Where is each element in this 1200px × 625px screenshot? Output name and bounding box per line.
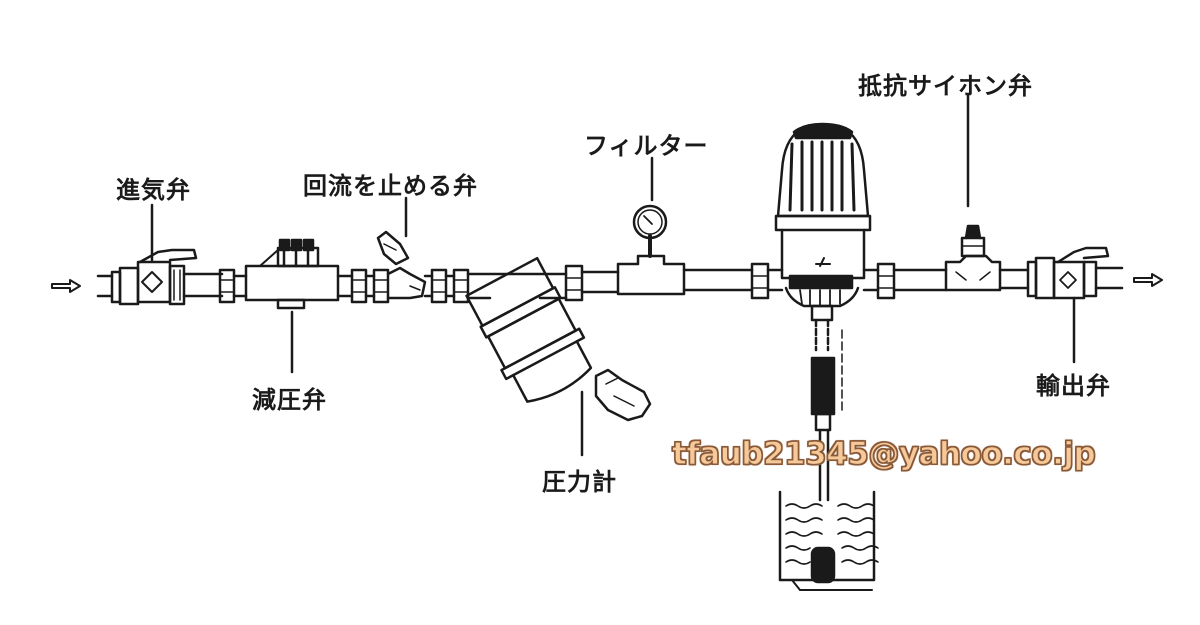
union-nuts-2 [350, 268, 390, 304]
y-strainer [465, 256, 652, 422]
watermark-email: tfaub21345@yahoo.co.jp [671, 435, 1096, 472]
union-nut-4 [564, 264, 620, 302]
label-check-valve: 回流を止める弁 [303, 172, 478, 200]
pipe-left [96, 266, 140, 306]
label-intake-valve: 進気弁 [116, 176, 191, 204]
check-valve [376, 230, 427, 300]
union-nuts-3 [423, 268, 568, 304]
label-anti-siphon-valve: 抵抗サイホン弁 [858, 72, 1033, 100]
suction-line [810, 318, 843, 502]
pipe-right [862, 262, 948, 300]
inlet-arrow-icon [51, 279, 81, 293]
label-outlet-valve: 輸出弁 [1036, 372, 1111, 400]
suction-tank [778, 490, 879, 591]
anti-siphon-valve [944, 224, 1030, 292]
outlet-valve [1026, 246, 1124, 300]
gauge-tee [616, 204, 754, 296]
label-pressure-gauge: 圧力計 [542, 468, 617, 496]
label-filter: フィルター [584, 132, 709, 160]
leader-lines [150, 94, 1076, 457]
pressure-reducing-valve [244, 238, 354, 310]
outlet-arrow-icon [1133, 273, 1163, 287]
intake-valve [136, 248, 224, 306]
dosing-pump [774, 122, 872, 322]
label-pressure-reducing-valve: 減圧弁 [252, 386, 327, 414]
union-nut-5 [750, 262, 784, 300]
union-nut-1 [218, 268, 248, 304]
